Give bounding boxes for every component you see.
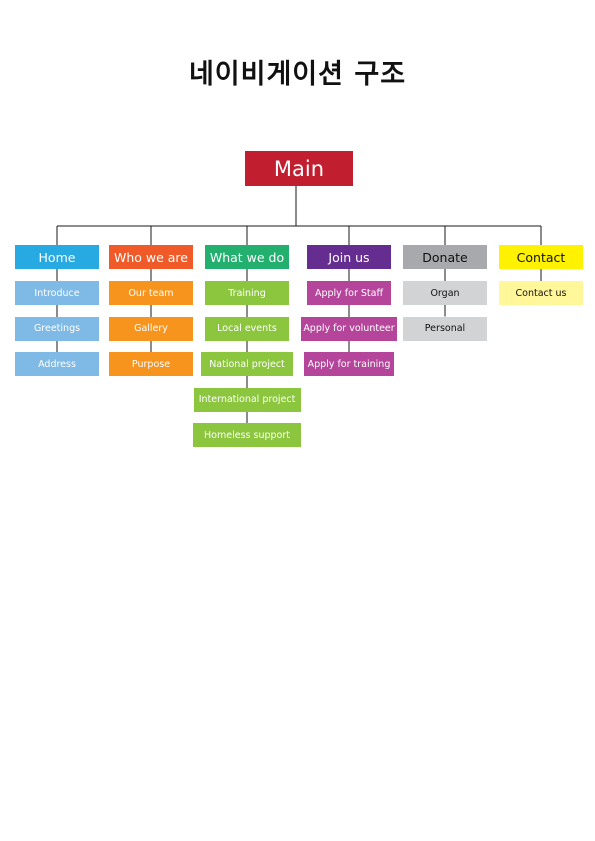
nav-category-contact[interactable]: Contact [499, 245, 583, 269]
main-node[interactable]: Main [245, 151, 353, 186]
nav-category-what-we-do[interactable]: What we do [205, 245, 289, 269]
nav-category-join-us[interactable]: Join us [307, 245, 391, 269]
nav-subitem-international-project[interactable]: International project [193, 387, 301, 412]
nav-subitem-national-project[interactable]: National project [201, 352, 293, 376]
nav-subitem-gallery[interactable]: Gallery [109, 316, 193, 341]
nav-subitem-contact-us[interactable]: Contact us [499, 281, 583, 305]
nav-category-home[interactable]: Home [15, 245, 99, 269]
nav-category-who-we-are[interactable]: Who we are [109, 245, 193, 269]
nav-subitem-apply-for-staff[interactable]: Apply for Staff [307, 281, 391, 305]
nav-subitem-homeless-support[interactable]: Homeless support [193, 423, 301, 447]
nav-subitem-greetings[interactable]: Greetings [15, 316, 99, 341]
nav-subitem-organ[interactable]: Organ [403, 281, 487, 305]
nav-subitem-purpose[interactable]: Purpose [109, 352, 193, 376]
page-title: 네이비게이션 구조 [188, 59, 407, 90]
nav-category-donate[interactable]: Donate [403, 245, 487, 269]
nav-subitem-address[interactable]: Address [15, 352, 99, 376]
nav-subitem-personal[interactable]: Personal [403, 316, 487, 341]
nav-subitem-training[interactable]: Training [205, 281, 289, 305]
nav-subitem-local-events[interactable]: Local events [205, 316, 289, 341]
nav-subitem-apply-for-volunteer[interactable]: Apply for volunteer [301, 316, 397, 341]
nav-subitem-our-team[interactable]: Our team [109, 281, 193, 305]
nav-subitem-introduce[interactable]: Introduce [15, 281, 99, 305]
nav-subitem-apply-for-training[interactable]: Apply for training [304, 352, 394, 376]
